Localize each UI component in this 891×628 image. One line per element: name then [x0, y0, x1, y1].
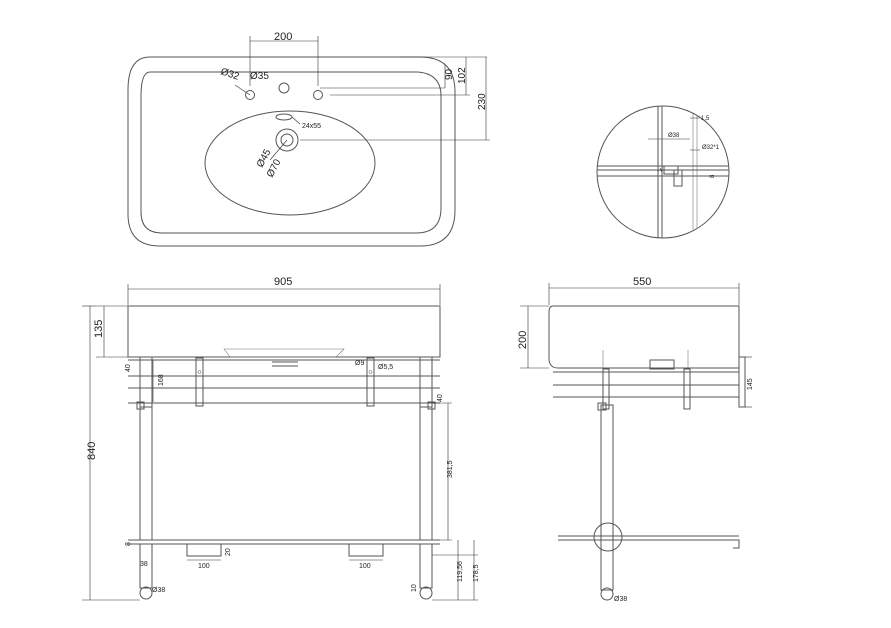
- front-bowl-height-label: 135: [93, 320, 105, 338]
- front-basin-body: [127, 305, 441, 358]
- front-bracket-left: [195, 357, 204, 407]
- front-leg-left: [139, 406, 153, 541]
- side-foot: [600, 587, 614, 601]
- detail-dim-1-5: 1,5: [701, 116, 710, 122]
- plan-hole-center: [278, 82, 290, 94]
- plan-dim-102: 102: [457, 67, 468, 84]
- front-support-left: [186, 543, 222, 557]
- front-dim-100-b: 100: [359, 563, 371, 570]
- plan-bowl: [204, 110, 376, 216]
- side-basin-body: [548, 305, 740, 369]
- front-leg-right: [419, 406, 433, 541]
- plan-view: 200 90 102 230 Ø32 Ø35 24x55 Ø45 Ø70: [127, 31, 490, 247]
- front-foot-left: [139, 586, 153, 600]
- plan-overflow-label: 24x55: [302, 123, 321, 130]
- side-leg: [600, 404, 614, 591]
- plan-basin-outline: [127, 56, 456, 247]
- plan-overflow-slot: [275, 113, 293, 121]
- front-support-right: [348, 543, 384, 557]
- front-dim-168: 168: [158, 374, 165, 386]
- side-depth-label: 550: [633, 276, 651, 288]
- detail-dim-1: 1: [658, 168, 664, 172]
- side-detail-marker: [593, 522, 623, 552]
- plan-dim-90: 90: [444, 68, 455, 80]
- front-bracket-right: [366, 357, 375, 407]
- front-dim-119-56: 119,56: [457, 561, 464, 582]
- plan-hole-35-label: Ø35: [250, 71, 269, 82]
- front-dim-40-left: 40: [125, 364, 132, 372]
- front-dim-38: 38: [140, 561, 148, 568]
- front-dim-178-5: 178,5: [473, 564, 480, 582]
- front-leg-right-upper: [419, 356, 433, 408]
- side-foot-38-label: Ø38: [614, 596, 627, 603]
- plan-tap-spacing-label: 200: [274, 31, 292, 43]
- front-total-height-label: 840: [86, 442, 98, 460]
- side-rail-height-label: 145: [747, 378, 754, 390]
- front-dim-20: 20: [225, 548, 232, 556]
- front-lower-leg-right: [419, 543, 433, 589]
- front-lower-leg-left: [139, 543, 153, 589]
- plan-waste-outer: [275, 128, 299, 152]
- front-dim-100-a: 100: [198, 563, 210, 570]
- front-dim-10: 10: [411, 584, 418, 592]
- detail-hole-38: Ø38: [668, 133, 680, 139]
- front-width-label: 905: [274, 276, 292, 288]
- plan-hole-left: [245, 90, 255, 100]
- front-hole-5-5-label: Ø5,5: [378, 364, 393, 371]
- side-view: 550 200 145 Ø38: [517, 276, 754, 603]
- front-foot-right: [419, 586, 433, 600]
- front-dim-381-5: 381,5: [447, 460, 454, 478]
- detail-hole-32-1: Ø32*1: [702, 145, 720, 151]
- front-dim-8: 8: [125, 542, 132, 546]
- front-dim-40-right: 40: [437, 394, 444, 402]
- plan-hole-right: [313, 90, 323, 100]
- side-bowl-height-label: 200: [517, 331, 529, 349]
- plan-hole-32-label: Ø32: [219, 66, 241, 82]
- plan-basin-rim: [140, 71, 442, 234]
- detail-view: 1,5 Ø38 Ø32*1 8 1: [596, 105, 730, 239]
- front-foot-38-label: Ø38: [152, 587, 165, 594]
- plan-dim-230: 230: [477, 93, 488, 110]
- detail-circle: [596, 105, 730, 239]
- front-view: 905 135 840 40 168: [82, 276, 480, 601]
- front-leg-left-upper: [139, 356, 153, 408]
- plan-waste-inner: [280, 133, 294, 147]
- detail-dim-8: 8: [710, 174, 716, 178]
- front-hole-9-label: Ø9: [355, 360, 364, 367]
- side-bracket-right: [683, 368, 691, 410]
